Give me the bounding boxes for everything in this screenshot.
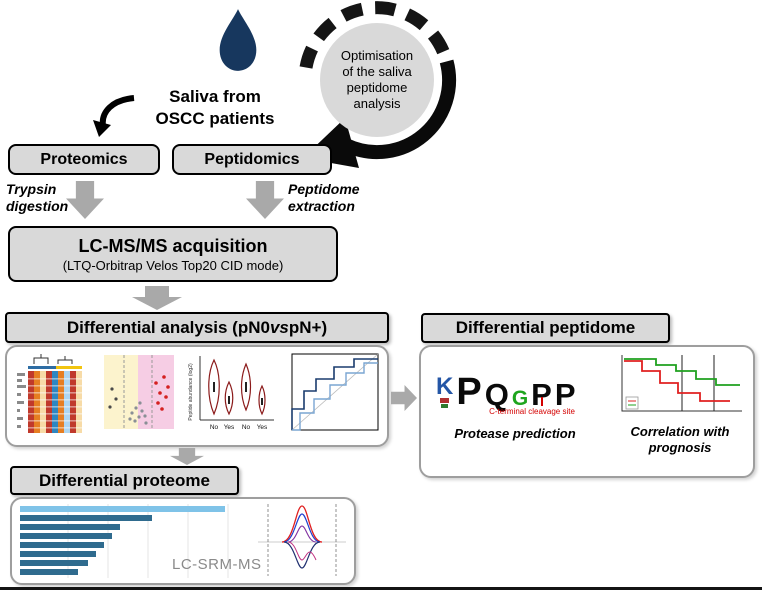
heatmap-thumbnail — [17, 354, 82, 433]
violin-x-label-4: Yes — [257, 424, 268, 431]
proteomics-down-arrow-icon — [66, 181, 104, 219]
lcms-acquisition-box: LC-MS/MS acquisition (LTQ-Orbitrap Velos… — [8, 226, 338, 282]
violin-x-label-2: Yes — [224, 424, 235, 431]
logo-minor-letter-block — [441, 404, 449, 408]
lcms-title: LC-MS/MS acquisition — [78, 235, 268, 256]
optimisation-line-3: peptidome — [346, 80, 408, 95]
survival-curve-thumbnail — [621, 355, 742, 412]
saliva-line-2: OSCC patients — [155, 109, 275, 128]
optimisation-line-4: analysis — [353, 96, 401, 111]
trypsin-digestion-label: Trypsin digestion — [6, 181, 69, 214]
peptidomics-label: Peptidomics — [204, 150, 300, 168]
logo-minor-letter-block — [440, 398, 450, 403]
proteomics-box: Proteomics — [8, 144, 160, 175]
lc-srm-ms-label: LC-SRM-MS — [172, 556, 262, 573]
peptidomics-down-arrow-icon — [246, 181, 284, 219]
cleavage-site-label: C-terminal cleavage site — [489, 407, 575, 416]
figure-bottom-rule — [0, 587, 762, 590]
logo-letter-K: K — [436, 372, 454, 400]
optimisation-line-2: of the saliva — [342, 64, 412, 79]
proteomics-label: Proteomics — [40, 150, 128, 168]
peptidomics-box: Peptidomics — [172, 144, 332, 175]
saliva-line-1: Saliva from — [169, 87, 261, 106]
acquisition-down-arrow-icon — [132, 286, 182, 310]
differential-proteome-header: Differential proteome — [10, 466, 239, 495]
violin-y-axis-label: Peptide abundance (log2) — [188, 363, 194, 421]
saliva-droplet-icon — [219, 9, 257, 71]
prognosis-caption: Correlation with prognosis — [630, 424, 730, 455]
curved-down-left-arrow-icon — [93, 95, 135, 137]
bar-chart-thumbnail — [20, 504, 229, 578]
analysis-to-peptidome-arrow-icon — [391, 385, 417, 411]
differential-peptidome-header: Differential peptidome — [421, 313, 670, 343]
differential-analysis-header: Differential analysis (pN0 vs pN+) — [5, 312, 389, 343]
cleavage-pointer-line — [541, 397, 543, 406]
violin-plot-thumbnail: Peptide abundance (log2) No Yes No Yes — [188, 356, 274, 431]
volcano-plot-thumbnail — [104, 355, 174, 429]
lcms-subtitle: (LTQ-Orbitrap Velos Top20 CID mode) — [62, 257, 284, 273]
optimisation-line-1: Optimisation — [340, 48, 414, 63]
peptidome-extraction-label: Peptidome extraction — [288, 181, 360, 214]
logo-letter-P: P — [456, 370, 482, 413]
violin-x-label-3: No — [242, 424, 251, 431]
logo-letter-P: P — [554, 376, 576, 412]
panel-to-proteome-arrow-icon — [170, 448, 204, 465]
logo-letter-P: P — [531, 376, 552, 412]
roc-curve-thumbnail — [291, 353, 379, 431]
saliva-source-label: Saliva from OSCC patients — [130, 86, 300, 130]
srm-chromatogram-thumbnail — [258, 504, 346, 576]
protease-prediction-caption: Protease prediction — [454, 426, 576, 441]
sequence-logo: K P Q G P P — [436, 350, 576, 413]
logo-letter-G: G — [511, 387, 529, 411]
optimisation-label: Optimisation of the saliva peptidome ana… — [322, 48, 432, 112]
logo-letter-Q: Q — [484, 376, 509, 412]
violin-x-label-1: No — [210, 424, 219, 431]
